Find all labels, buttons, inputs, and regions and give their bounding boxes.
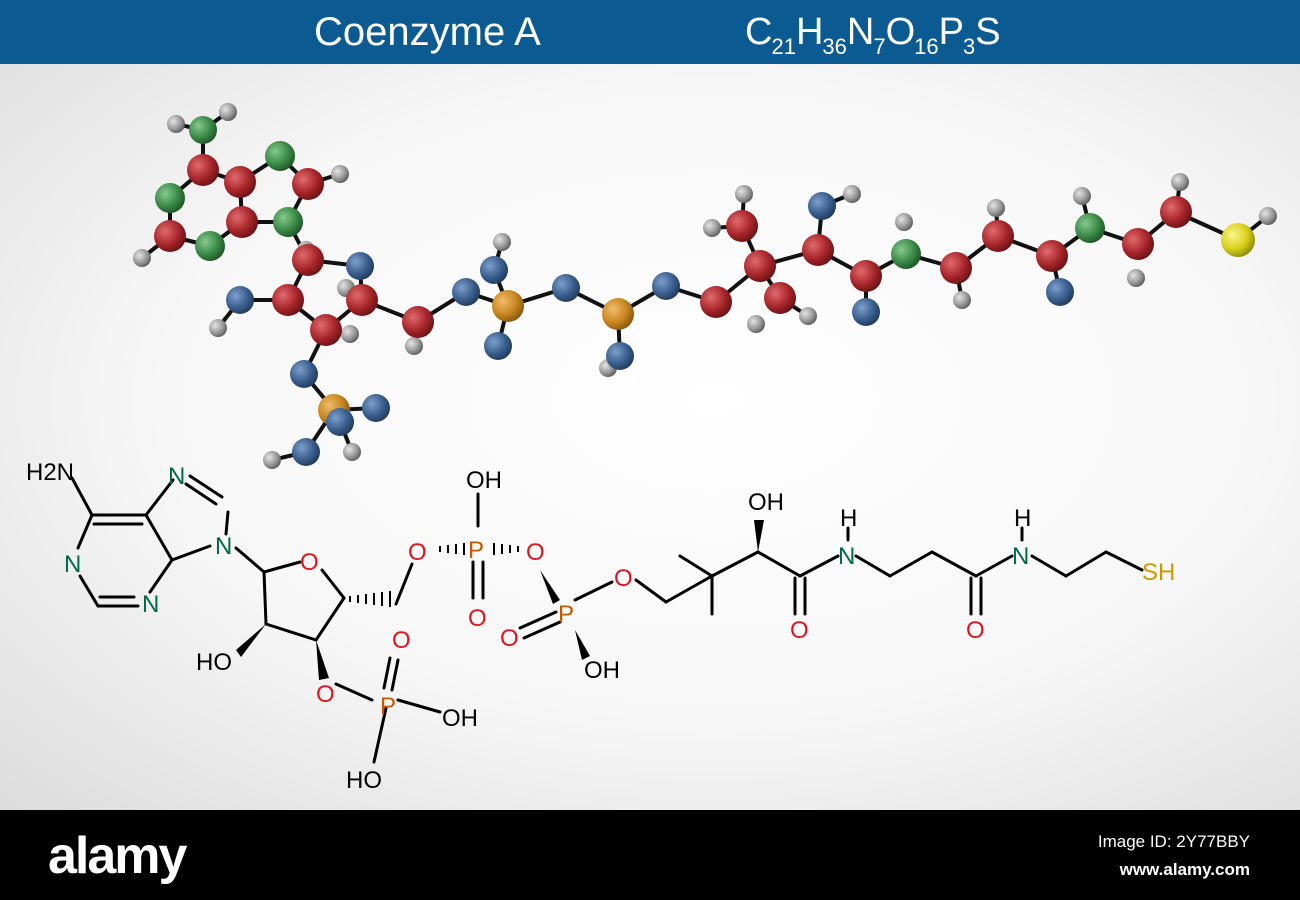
label-pb: P bbox=[558, 601, 574, 628]
label-p3-o-double: O bbox=[392, 627, 411, 654]
formula-oxygen-count: 16 bbox=[914, 34, 939, 59]
formula-phosphorus-count: 3 bbox=[962, 34, 976, 59]
label-pa: P bbox=[468, 537, 484, 564]
diagram-canvas: H2N N N N N O HO O P O OH HO O P OH O O … bbox=[0, 64, 1300, 810]
label-p3: P bbox=[380, 693, 396, 720]
label-o-bridge: O bbox=[526, 539, 545, 566]
label-nh2-n: N bbox=[1012, 543, 1029, 570]
label-o-amide1: O bbox=[790, 617, 809, 644]
ball-and-stick-atoms bbox=[133, 103, 1277, 469]
label-o-pb-double: O bbox=[500, 625, 519, 652]
formula-hydrogen-count: 36 bbox=[822, 34, 847, 59]
site-url: www.alamy.com bbox=[1119, 860, 1250, 879]
label-o-amide2: O bbox=[966, 617, 985, 644]
title-bar: Coenzyme A C21H36N7O16P3S bbox=[0, 0, 1300, 64]
label-o-phos3: O bbox=[316, 681, 335, 708]
label-nh2-h: H bbox=[1014, 505, 1031, 532]
label-oh-pb: OH bbox=[584, 657, 620, 684]
label-nh1-h: H bbox=[840, 505, 857, 532]
label-nh2: H2N bbox=[26, 459, 74, 486]
molecule-svg: H2N N N N N O HO O P O OH HO O P OH O O … bbox=[26, 103, 1277, 794]
label-o-pa-double: O bbox=[468, 605, 487, 632]
formula-nitrogen: N bbox=[846, 11, 874, 53]
label-oh-p3b: HO bbox=[346, 767, 382, 794]
label-o5: O bbox=[408, 539, 427, 566]
formula-oxygen: O bbox=[885, 11, 916, 53]
formula-phosphorus: P bbox=[938, 11, 964, 53]
label-n9: N bbox=[215, 533, 232, 560]
molecular-formula: C21H36N7O16P3S bbox=[745, 8, 1001, 71]
label-oh-pant: OH bbox=[748, 489, 784, 516]
label-n3: N bbox=[142, 591, 159, 618]
label-o-pant: O bbox=[614, 565, 633, 592]
skeletal-bonds bbox=[70, 474, 1144, 764]
label-sh: SH bbox=[1142, 559, 1175, 586]
stereo-bonds bbox=[236, 520, 764, 680]
footer-bar: alamy Image ID: 2Y77BBY www.alamy.com bbox=[0, 810, 1300, 900]
ball-and-stick-bonds bbox=[140, 110, 1270, 462]
label-nh1-n: N bbox=[838, 543, 855, 570]
formula-nitrogen-count: 7 bbox=[873, 34, 886, 59]
image-id: Image ID: 2Y77BBY bbox=[1097, 832, 1250, 851]
label-ho-ribose: HO bbox=[196, 649, 232, 676]
formula-carbon-count: 21 bbox=[771, 34, 796, 59]
label-oh-p3a: OH bbox=[442, 705, 478, 732]
label-n-imidazole: N bbox=[168, 463, 185, 490]
label-oh-pa: OH bbox=[466, 467, 502, 494]
label-n1: N bbox=[64, 551, 81, 578]
label-ring-oxygen: O bbox=[300, 549, 319, 576]
formula-carbon: C bbox=[745, 11, 772, 53]
alamy-logo: alamy bbox=[48, 827, 187, 885]
skeletal-labels: H2N N N N N O HO O P O OH HO O P OH O O … bbox=[26, 459, 1175, 794]
formula-hydrogen: H bbox=[795, 11, 823, 53]
molecule-name: Coenzyme A bbox=[314, 10, 541, 54]
formula-sulfur: S bbox=[975, 11, 1000, 53]
